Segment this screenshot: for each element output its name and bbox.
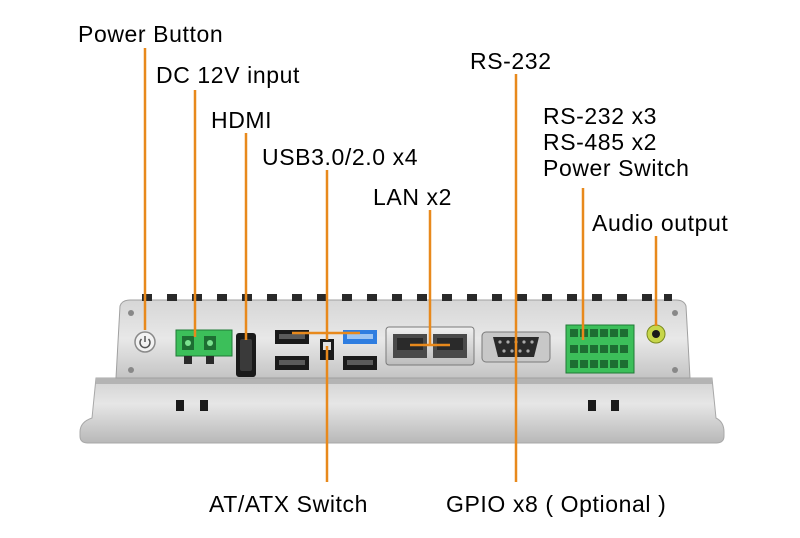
label-rs485-x2: RS-485 x2 bbox=[543, 129, 658, 155]
vent-fins bbox=[142, 294, 672, 301]
callout-lines bbox=[143, 48, 658, 482]
label-lan: LAN x2 bbox=[373, 184, 453, 210]
front-bezel bbox=[79, 377, 725, 444]
power-icon bbox=[139, 336, 151, 349]
bezel-slot bbox=[611, 400, 619, 411]
bezel-slot bbox=[588, 400, 596, 411]
label-usb: USB3.0/2.0 x4 bbox=[262, 144, 419, 170]
label-power-button: Power Button bbox=[78, 21, 224, 47]
bezel-slot bbox=[200, 400, 208, 411]
label-atx-switch: AT/ATX Switch bbox=[209, 491, 369, 517]
bezel-slot bbox=[176, 400, 184, 411]
power-button-port[interactable] bbox=[134, 331, 156, 353]
screw-icon bbox=[128, 367, 134, 373]
label-rs232: RS-232 bbox=[470, 48, 552, 74]
dc-input-port[interactable] bbox=[175, 329, 233, 364]
label-power-switch: Power Switch bbox=[543, 155, 690, 181]
label-audio: Audio output bbox=[592, 210, 729, 236]
label-multi-io: RS-232 x3 RS-485 x2 Power Switch bbox=[543, 103, 690, 181]
hdmi-port[interactable] bbox=[236, 333, 256, 377]
screw-icon bbox=[128, 310, 134, 316]
label-hdmi: HDMI bbox=[211, 107, 273, 133]
label-dc-input: DC 12V input bbox=[156, 62, 300, 88]
multi-io-terminal[interactable] bbox=[565, 324, 635, 374]
label-rs232-x3: RS-232 x3 bbox=[543, 103, 658, 129]
audio-port[interactable] bbox=[646, 324, 666, 344]
label-gpio: GPIO x8 ( Optional ) bbox=[446, 491, 667, 517]
screw-icon bbox=[672, 310, 678, 316]
screw-icon bbox=[672, 367, 678, 373]
